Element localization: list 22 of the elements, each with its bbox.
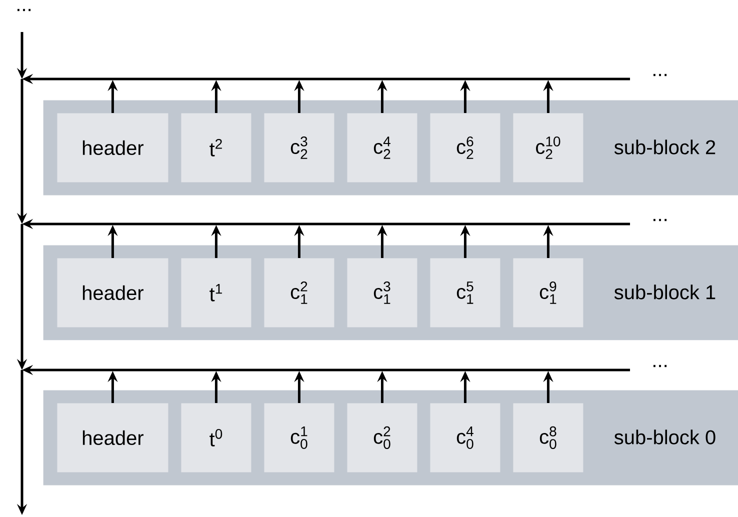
field-box: $\mathsf{c}_{\mathsf{1}}^{\mathsf{2}}$ <box>264 258 334 328</box>
field-box: $\mathsf{t}^{\mathsf{2}}$ <box>181 113 252 182</box>
ellipsis-label: ... <box>654 218 667 222</box>
field-box: $\mathsf{c}_{\mathsf{2}}^{\mathsf{3}}$ <box>264 113 334 182</box>
field-box: header <box>57 113 168 182</box>
field-box: $\mathsf{c}_{\mathsf{0}}^{\mathsf{8}}$ <box>513 403 584 472</box>
field-box: header <box>57 403 168 472</box>
field-box: $\mathsf{t}^{\mathsf{1}}$ <box>181 258 252 328</box>
field-box: $\mathsf{c}_{\mathsf{2}}^{\mathsf{10}}$ <box>513 113 584 182</box>
field-box: $\mathsf{c}_{\mathsf{1}}^{\mathsf{5}}$ <box>430 258 500 328</box>
ellipsis-label: ... <box>654 74 667 76</box>
field-box: $\mathsf{c}_{\mathsf{0}}^{\mathsf{1}}$ <box>264 403 334 472</box>
field-box: $\mathsf{t}^{\mathsf{0}}$ <box>181 403 252 472</box>
field-box: $\mathsf{c}_{\mathsf{2}}^{\mathsf{6}}$ <box>430 113 500 182</box>
field-box: header <box>57 258 168 328</box>
field-box: $\mathsf{c}_{\mathsf{0}}^{\mathsf{4}}$ <box>430 403 500 472</box>
field-box: $\mathsf{c}_{\mathsf{2}}^{\mathsf{4}}$ <box>347 113 418 182</box>
ellipsis-label: ... <box>654 364 667 368</box>
field-box: $\mathsf{c}_{\mathsf{1}}^{\mathsf{3}}$ <box>347 258 418 328</box>
field-box: $\mathsf{c}_{\mathsf{1}}^{\mathsf{9}}$ <box>513 258 584 328</box>
ellipsis-label: ... <box>17 8 31 12</box>
field-box: $\mathsf{c}_{\mathsf{0}}^{\mathsf{2}}$ <box>347 403 418 472</box>
